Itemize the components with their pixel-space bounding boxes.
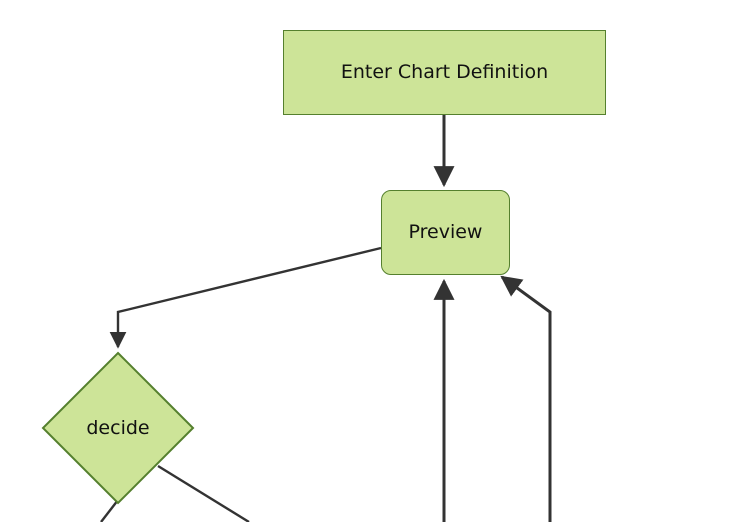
node-preview[interactable]: Preview — [381, 190, 510, 275]
node-enter-chart-definition[interactable]: Enter Chart Definition — [283, 30, 606, 115]
edge-decide-down-left — [100, 499, 119, 522]
edge-decide-down-right — [157, 464, 250, 522]
node-label: Enter Chart Definition — [340, 61, 549, 83]
edge-preview-to-decide — [109, 246, 382, 349]
node-decide[interactable]: decide — [41, 351, 195, 505]
diamond-shape — [41, 351, 195, 505]
node-label: Preview — [408, 221, 483, 243]
edge-into-preview-bottom-right — [500, 275, 552, 522]
